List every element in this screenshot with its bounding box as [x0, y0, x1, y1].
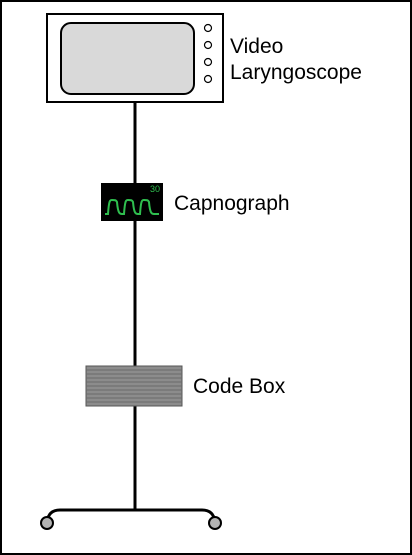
monitor-knob-3 [203, 57, 213, 67]
video-laryngoscope-label: Video Laryngoscope [230, 34, 362, 86]
capnograph-waveform [105, 198, 159, 215]
code-box-label: Code Box [193, 375, 286, 398]
monitor-knob-1 [203, 23, 213, 33]
video-label-line1: Video [230, 35, 284, 58]
video-laryngoscope-monitor [46, 13, 224, 103]
right-caster [208, 516, 222, 530]
monitor-screen [60, 22, 195, 95]
base-bar [45, 508, 217, 523]
video-label-line2: Laryngoscope [230, 61, 362, 84]
pole-base [40, 508, 222, 530]
monitor-knob-4 [203, 74, 213, 84]
code-box-stripes [86, 369, 182, 403]
code-box [85, 365, 183, 407]
left-caster [40, 516, 54, 530]
capnograph-reading: 30 [150, 184, 160, 194]
capnograph-device: 30 [101, 183, 163, 221]
capnograph-label: Capnograph [174, 192, 290, 215]
monitor-knob-2 [203, 40, 213, 50]
